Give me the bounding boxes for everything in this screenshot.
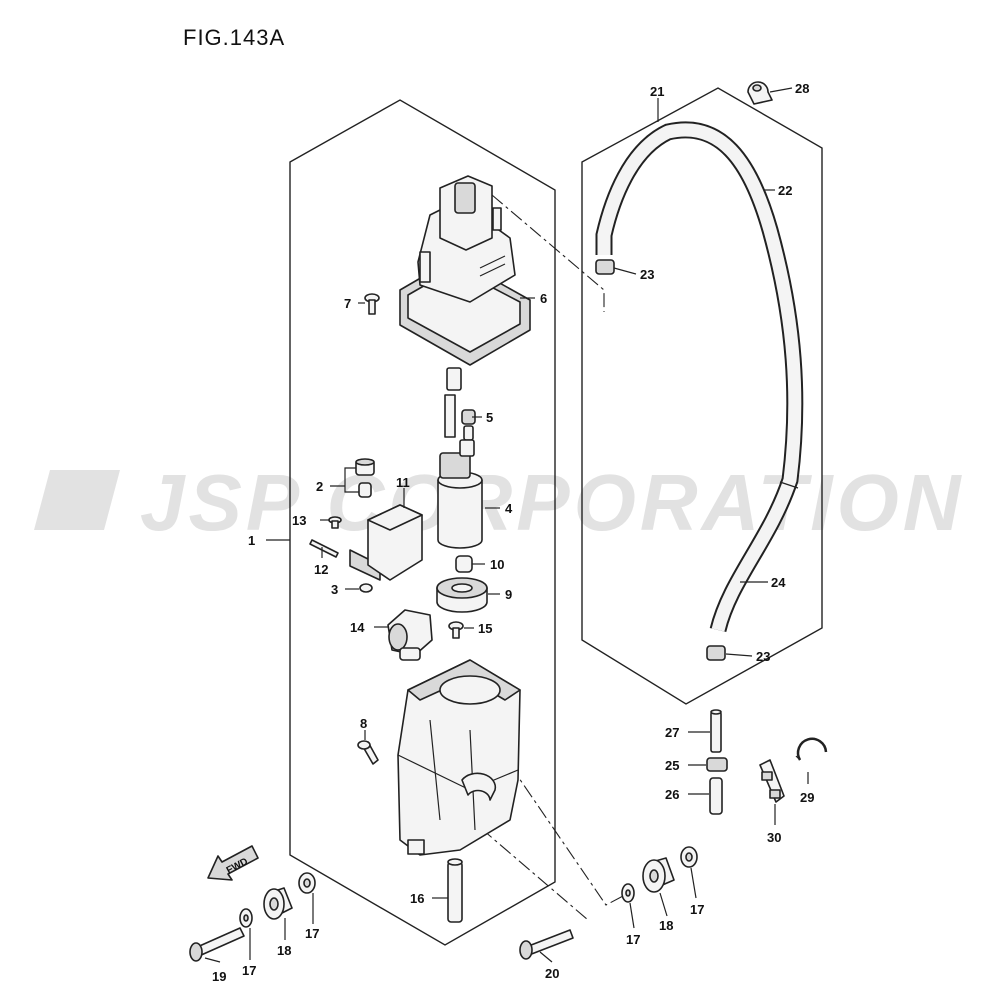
vapor-separator-tank-part[interactable]	[397, 659, 521, 856]
callout-14[interactable]: 14	[350, 620, 365, 635]
callout-16[interactable]: 16	[410, 891, 424, 906]
callout-25[interactable]: 25	[665, 758, 679, 773]
callout-1[interactable]: 1	[248, 533, 255, 548]
cap-2-part[interactable]	[355, 458, 375, 498]
mount-bolt-20-part[interactable]	[519, 929, 574, 960]
callout-4[interactable]: 4	[505, 501, 513, 516]
watermark-logo-icon	[34, 470, 120, 530]
callout-19[interactable]: 19	[212, 969, 226, 984]
clamp-30-part[interactable]	[759, 759, 785, 803]
pump-wiring-part[interactable]	[444, 367, 476, 441]
callout-18-right[interactable]: 18	[659, 918, 673, 933]
grommet-18-right-part[interactable]	[642, 857, 675, 893]
callout-23-top[interactable]: 23	[640, 267, 654, 282]
callout-15[interactable]: 15	[478, 621, 492, 636]
assembly-frame-hose	[581, 87, 823, 705]
reference-line-right	[509, 764, 626, 906]
callout-3[interactable]: 3	[331, 582, 338, 597]
leader-lines	[204, 87, 809, 963]
clip-28-part[interactable]	[747, 81, 773, 105]
top-cover-part[interactable]	[399, 175, 531, 366]
callout-17-right-collar[interactable]: 17	[690, 902, 704, 917]
callout-13[interactable]: 13	[292, 513, 306, 528]
mount-9-part[interactable]	[436, 577, 488, 613]
clamp-25-part[interactable]	[706, 757, 728, 772]
figure-title: FIG.143A	[183, 25, 285, 50]
fuel-hose-part[interactable]	[595, 121, 804, 633]
hose-26-part[interactable]	[709, 777, 723, 815]
callout-18-left[interactable]: 18	[277, 943, 291, 958]
callout-24[interactable]: 24	[771, 575, 786, 590]
callout-9[interactable]: 9	[505, 587, 512, 602]
callout-20[interactable]: 20	[545, 966, 559, 981]
seal-10-part[interactable]	[455, 555, 473, 573]
fuel-pump-part[interactable]	[437, 439, 483, 549]
mount-bolt-19-part[interactable]	[189, 927, 245, 962]
callout-26[interactable]: 26	[665, 787, 679, 802]
callout-8[interactable]: 8	[360, 716, 367, 731]
callout-28[interactable]: 28	[795, 81, 809, 96]
bracket-11-part[interactable]	[349, 504, 423, 581]
bolt-3-part[interactable]	[359, 583, 373, 593]
callout-17-left-washer[interactable]: 17	[242, 963, 256, 978]
callout-7[interactable]: 7	[344, 296, 351, 311]
callout-11[interactable]: 11	[396, 475, 410, 490]
reference-line-top	[491, 194, 605, 312]
clip-29-part[interactable]	[795, 737, 828, 761]
collar-17-left-part[interactable]	[298, 872, 316, 894]
tube-16-part[interactable]	[447, 858, 463, 923]
callout-17-right-washer[interactable]: 17	[626, 932, 640, 947]
callout-29[interactable]: 29	[800, 790, 814, 805]
callout-labels: 1 2 3 4 5 6 7 8 9 10 11 13 12 14 15 16 1…	[212, 81, 814, 984]
hose-clamp-23-bottom-part[interactable]	[706, 645, 726, 661]
callout-10[interactable]: 10	[490, 557, 504, 572]
regulator-14-part[interactable]	[387, 609, 433, 661]
watermark-text: JSP CORPORATION	[140, 458, 965, 547]
grommet-18-left-part[interactable]	[263, 887, 293, 920]
washer-17-right-part[interactable]	[621, 883, 635, 903]
collar-17-right-part[interactable]	[680, 846, 698, 868]
callout-21[interactable]: 21	[650, 84, 664, 99]
callout-27[interactable]: 27	[665, 725, 679, 740]
hose-clamp-23-top-part[interactable]	[595, 259, 615, 275]
callout-6[interactable]: 6	[540, 291, 547, 306]
callout-12[interactable]: 12	[314, 562, 328, 577]
callout-5[interactable]: 5	[486, 410, 493, 425]
callout-17-left-collar[interactable]: 17	[305, 926, 319, 941]
callout-30[interactable]: 30	[767, 830, 781, 845]
assembly-frame-main	[289, 99, 556, 946]
screw-8-part[interactable]	[357, 740, 379, 765]
joint-27-part[interactable]	[710, 709, 722, 753]
washer-17-left-part[interactable]	[239, 908, 253, 928]
watermark: JSP CORPORATION	[34, 458, 965, 547]
screw-15-part[interactable]	[448, 621, 464, 639]
screw-7-part[interactable]	[364, 293, 380, 315]
fwd-arrow-icon: FWD	[207, 845, 259, 881]
callout-2[interactable]: 2	[316, 479, 323, 494]
pin-12-part[interactable]	[309, 539, 339, 558]
callout-22[interactable]: 22	[778, 183, 792, 198]
callout-23-bottom[interactable]: 23	[756, 649, 770, 664]
